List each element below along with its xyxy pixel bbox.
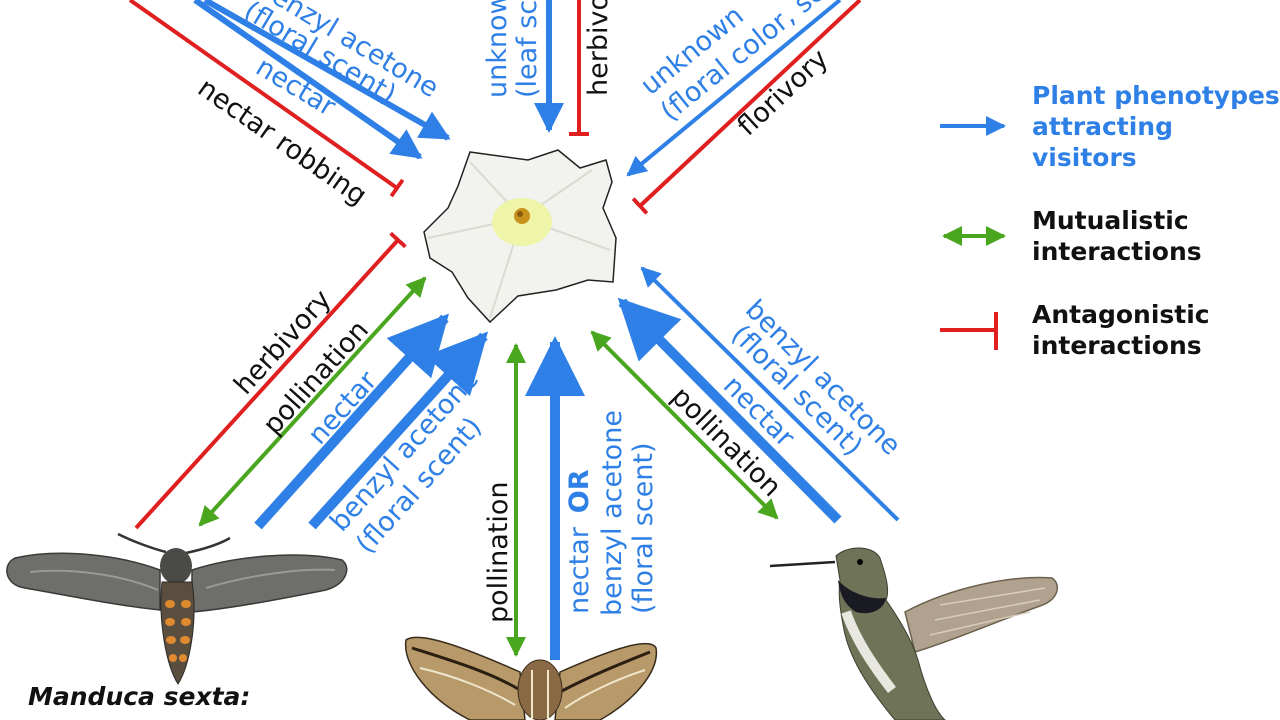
label-mid-floral: (floral scent) (628, 442, 659, 614)
label-mid-benzyl: benzyl acetone (597, 410, 628, 616)
label-mid-pollination: pollination (483, 481, 514, 623)
label-top-leaf-scent: (leaf scent) (512, 0, 543, 98)
arrow-right-benzyl (640, 266, 900, 522)
arrow-top-left-benzyl (203, 0, 451, 141)
legend-mutual: Mutualistic interactions (1032, 205, 1202, 267)
legend-antag-line1: Antagonistic (1032, 300, 1210, 329)
hawkmoth-photo (404, 636, 658, 720)
label-top-unknown: unknown (482, 0, 513, 98)
manduca-moth-photo (6, 532, 348, 685)
mutual-right-pollination (590, 330, 779, 520)
arrow-top-left-nectar (193, 0, 423, 160)
label-mid-nectar: nectar (564, 526, 595, 614)
legend-antag-bar (994, 312, 998, 350)
label-mid-or: OR (564, 469, 595, 513)
arrow-left-benzyl (308, 331, 489, 530)
hummingbird-photo (769, 547, 1059, 720)
legend-antag: Antagonistic interactions (1032, 299, 1210, 361)
flower-photo (423, 149, 617, 324)
legend-mutual-line2: interactions (1032, 237, 1202, 266)
species-label: Manduca sexta: (28, 682, 250, 711)
inhibit-florivory (631, 0, 862, 215)
arrow-top-right-unknown (626, 0, 842, 177)
legend-attract-line1: Plant phenotypes (1032, 81, 1280, 110)
arrow-right-nectar (617, 297, 842, 524)
legend-mutual-line1: Mutualistic (1032, 206, 1189, 235)
label-top-herbivory: herbivory (583, 0, 614, 96)
legend-attract: Plant phenotypes attracting visitors (1032, 80, 1280, 173)
legend-attract-line2: attracting (1032, 112, 1174, 141)
label-mid-nectar-or: nectar OR (564, 469, 595, 614)
inhibit-nectar-robbing (128, 0, 405, 198)
species-name: Manduca sexta: (28, 682, 251, 711)
arrow-left-nectar (254, 313, 450, 530)
legend-attract-line3: visitors (1032, 143, 1137, 172)
legend-antag-line2: interactions (1032, 331, 1202, 360)
